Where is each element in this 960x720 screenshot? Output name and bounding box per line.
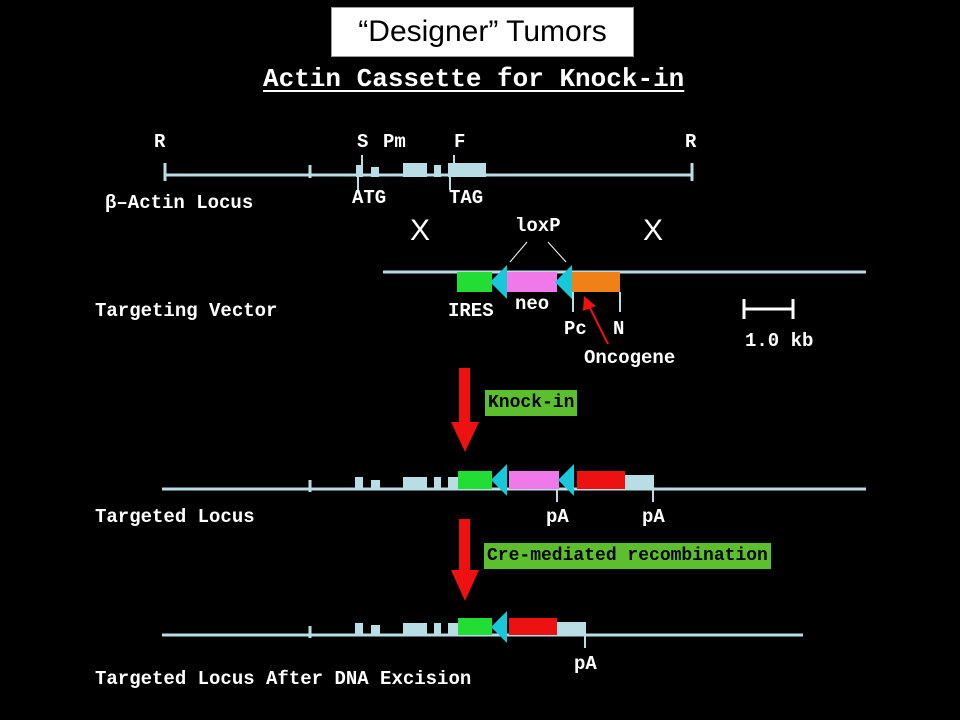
loxp-pointer-2 — [547, 241, 567, 263]
targeted-3utr-block — [625, 475, 654, 489]
scale-bar-label: 1.0 kb — [745, 330, 814, 352]
slide-subtitle: Actin Cassette for Knock-in — [263, 64, 685, 94]
n-label: N — [613, 318, 625, 340]
scale-bar — [742, 299, 795, 319]
actin-locus-label: β–Actin Locus — [105, 192, 254, 214]
vector-neo-block — [507, 272, 557, 292]
targeted-loxp-2 — [558, 464, 574, 496]
knock-in-arrow — [451, 368, 479, 452]
atg-tag-pointers — [357, 176, 451, 190]
vector-oncogene-block — [570, 272, 620, 292]
targeted-exons — [308, 477, 458, 492]
title-box: “Designer” Tumors — [331, 7, 634, 57]
targeted-loxp-1 — [491, 464, 507, 496]
excised-locus-label: Targeted Locus After DNA Excision — [95, 668, 472, 690]
site-f: F — [454, 131, 466, 153]
site-pm: Pm — [383, 131, 406, 153]
atg-label: ATG — [352, 187, 387, 209]
excised-oncogene-block — [509, 618, 557, 635]
ires-label: IRES — [448, 300, 494, 322]
site-r-left: R — [154, 131, 166, 153]
slide-title: “Designer” Tumors — [358, 15, 607, 48]
oncogene-pointer — [583, 296, 609, 345]
oncogene-label: Oncogene — [584, 347, 676, 369]
vector-ires-block — [457, 272, 492, 292]
targeted-pa-label-1: pA — [546, 506, 569, 528]
targeting-vector-label: Targeting Vector — [95, 300, 278, 322]
site-r-right: R — [685, 131, 697, 153]
cre-step-label: Cre-mediated recombination — [484, 543, 771, 569]
excised-3utr-block — [557, 622, 586, 635]
targeted-locus-label: Targeted Locus — [95, 506, 255, 528]
loxp-label: loxP — [515, 215, 561, 237]
vector-loxp-2 — [555, 265, 572, 299]
targeted-pa-label-2: pA — [642, 506, 665, 528]
actin-exons — [356, 163, 486, 177]
tag-label: TAG — [449, 187, 484, 209]
excised-pa-label: pA — [574, 653, 597, 675]
knock-in-step-label: Knock-in — [485, 390, 578, 416]
excised-ires-block — [458, 618, 492, 635]
targeted-ires-block — [458, 471, 492, 489]
targeted-neo-block — [509, 471, 559, 489]
pc-label: Pc — [564, 318, 587, 340]
site-s: S — [357, 131, 369, 153]
targeted-oncogene-block — [577, 471, 625, 489]
crossover-right-mark: X — [643, 214, 664, 247]
excised-loxp — [491, 611, 507, 643]
cre-arrow — [451, 519, 479, 601]
neo-label: neo — [515, 293, 550, 315]
crossover-left-mark: X — [410, 214, 431, 247]
vector-loxp-1 — [490, 265, 507, 299]
excised-exons — [308, 623, 458, 638]
actin-locus-line — [163, 155, 694, 181]
loxp-pointer-1 — [509, 241, 528, 263]
